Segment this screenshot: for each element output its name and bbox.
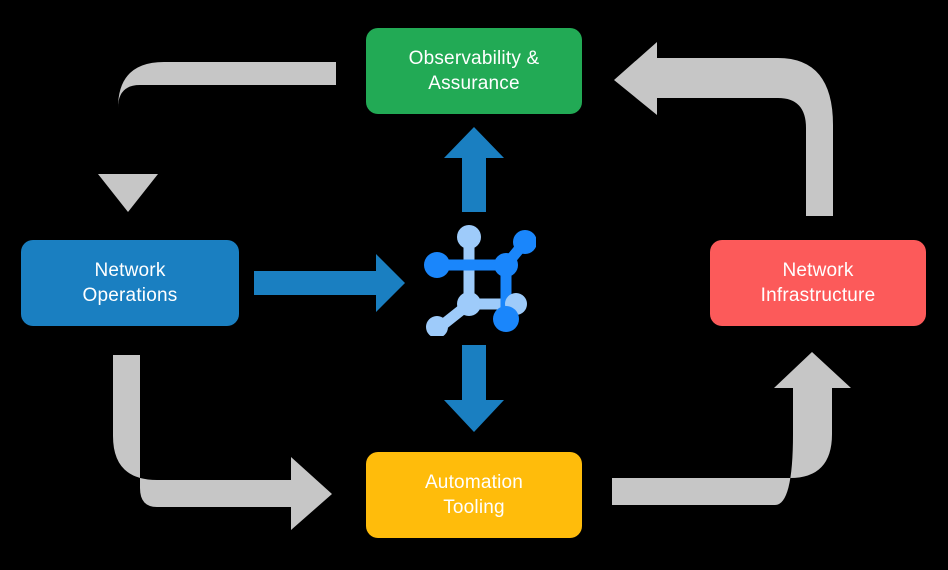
arrow-infrastructure-to-observability	[614, 42, 833, 216]
network-topology-icon	[420, 220, 537, 338]
node-network-infrastructure[interactable]: Network Infrastructure	[710, 240, 926, 326]
arrow-automation-to-infrastructure	[612, 352, 851, 505]
node-network-operations[interactable]: Network Operations	[21, 240, 239, 326]
node-automation-label: Automation Tooling	[424, 471, 524, 518]
arrow-center-to-observability	[444, 127, 504, 212]
node-infrastructure-label: Network Infrastructure	[760, 259, 876, 306]
node-observability-label: Observability & Assurance	[408, 47, 540, 94]
arrow-operations-to-center	[254, 254, 405, 312]
node-automation-tooling[interactable]: Automation Tooling	[366, 452, 582, 538]
arrow-operations-to-automation	[113, 355, 332, 530]
network-topology-icon-svg	[424, 225, 537, 338]
node-observability-assurance[interactable]: Observability & Assurance	[366, 28, 582, 114]
arrow-observability-to-operations	[98, 62, 336, 212]
arrow-center-to-automation	[444, 345, 504, 432]
topology-dark-nodes	[424, 230, 537, 332]
node-operations-label: Network Operations	[82, 259, 178, 306]
